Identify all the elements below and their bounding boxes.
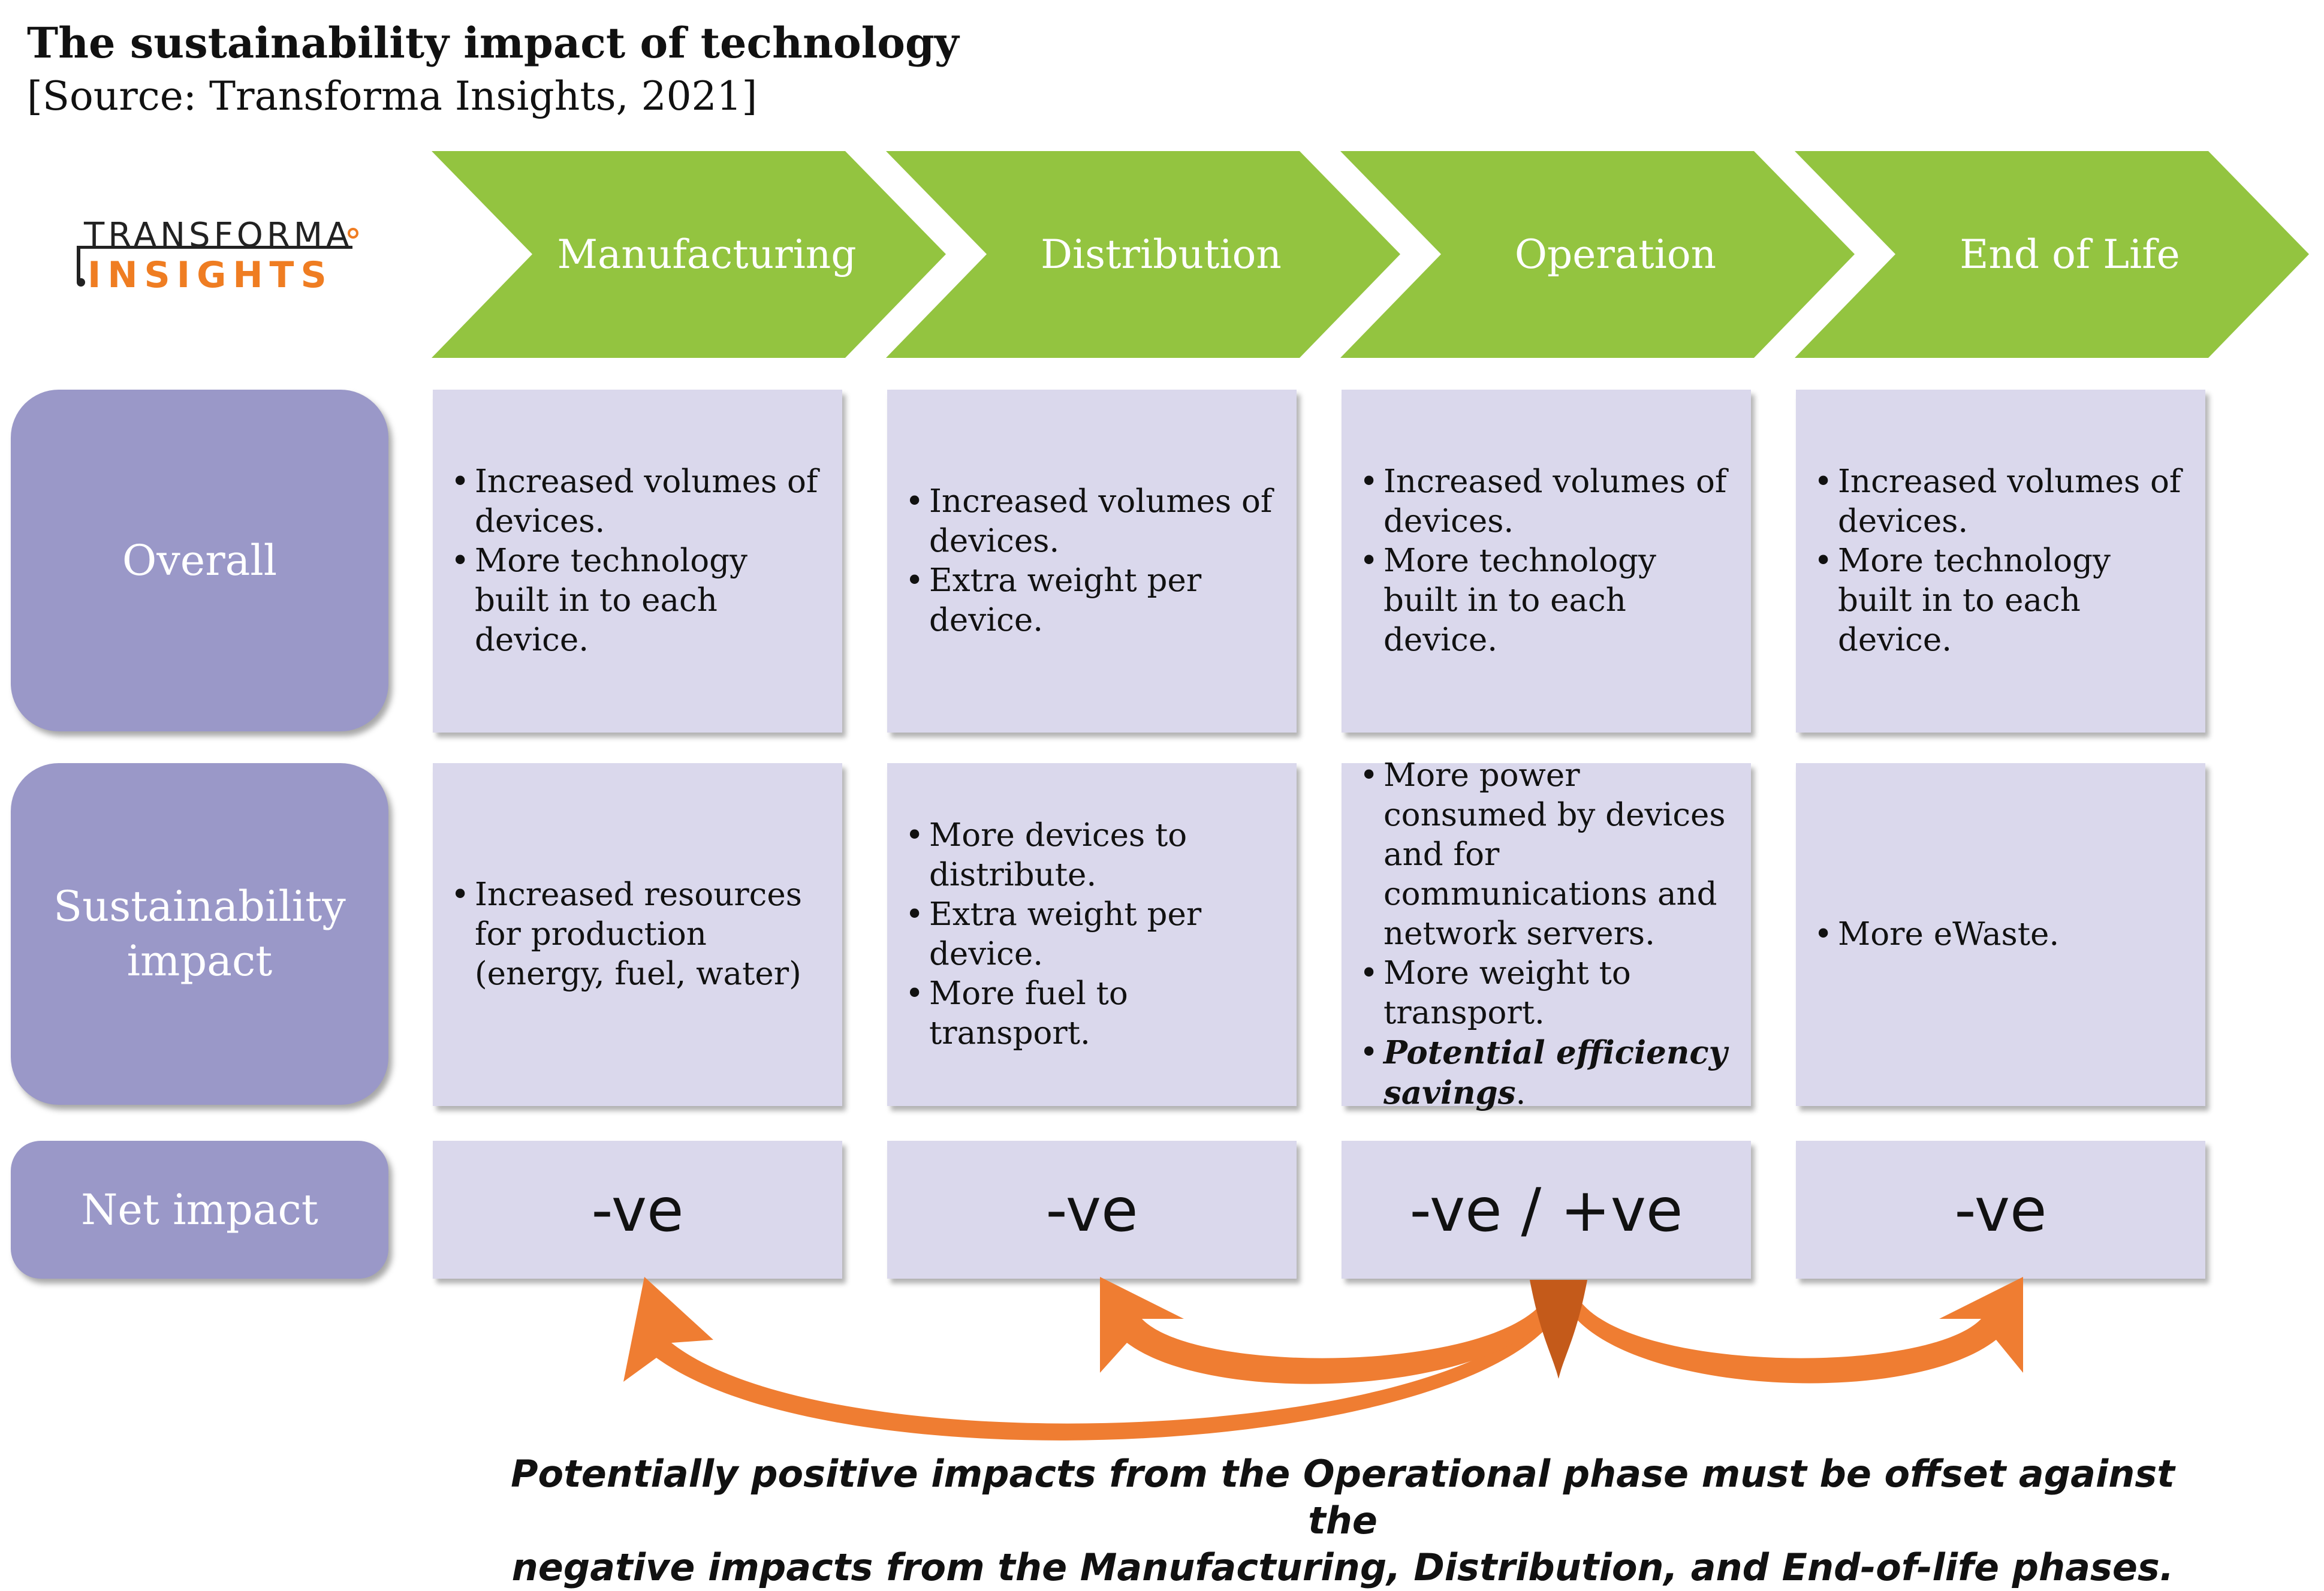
arrow-to-end-of-life [1559, 1277, 2023, 1384]
transforma-logo: TRANSFORMA INSIGHTS [77, 216, 358, 300]
row-label-sustainability-impact: Sustainability impact [11, 763, 388, 1105]
logo-dot-icon [348, 228, 358, 239]
list-item: More eWaste. [1814, 915, 2059, 954]
phase-label: End of Life [1960, 231, 2180, 278]
row-label-net-impact: Net impact [11, 1141, 388, 1279]
bullet-list: Increased resources for production (ener… [451, 875, 831, 994]
cell-sustainability-manufacturing: Increased resources for production (ener… [433, 763, 842, 1106]
net-impact-distribution: -ve [887, 1141, 1297, 1279]
phase-label: Distribution [1041, 231, 1282, 278]
arrow-origin-shadow [1530, 1280, 1587, 1379]
phase-chevron-manufacturing: Manufacturing [432, 151, 946, 358]
chevron-shape [432, 151, 946, 358]
bullet-list: More power consumed by devices and for c… [1360, 756, 1740, 1113]
bullet-list: Increased volumes of devices. More techn… [1814, 462, 2195, 660]
list-item: Increased resources for production (ener… [451, 875, 831, 994]
cell-overall-manufacturing: Increased volumes of devices. More techn… [433, 390, 842, 733]
list-item: Extra weight per device. [905, 895, 1286, 974]
phase-label: Operation [1514, 231, 1717, 278]
bullet-list: More eWaste. [1814, 915, 2059, 954]
list-item: More technology built in to each device. [451, 541, 831, 660]
list-item: More power consumed by devices and for c… [1360, 756, 1740, 954]
source-note: [Source: Transforma Insights, 2021] [27, 73, 758, 119]
bullet-list: Increased volumes of devices. More techn… [1360, 462, 1740, 660]
cell-overall-end-of-life: Increased volumes of devices. More techn… [1796, 390, 2205, 733]
net-impact-manufacturing: -ve [433, 1141, 842, 1279]
footer-line-1: Potentially positive impacts from the Op… [511, 1452, 2175, 1542]
list-item: Increased volumes of devices. [1360, 462, 1740, 541]
phase-chevron-distribution: Distribution [886, 151, 1400, 358]
list-item: More devices to distribute. [905, 816, 1286, 895]
logo-bracket [77, 246, 80, 282]
cell-sustainability-end-of-life: More eWaste. [1796, 763, 2205, 1106]
list-item: Increased volumes of devices. [905, 482, 1286, 561]
chevron-shape [886, 151, 1400, 358]
logo-node-icon [77, 278, 85, 287]
logo-rule [77, 246, 352, 249]
cell-sustainability-distribution: More devices to distribute. Extra weight… [887, 763, 1297, 1106]
list-item: More weight to transport. [1360, 954, 1740, 1033]
net-impact-end-of-life: -ve [1796, 1141, 2205, 1279]
bullet-list: More devices to distribute. Extra weight… [905, 816, 1286, 1053]
emphasis-text: Potential efficiency savings [1383, 1034, 1728, 1111]
logo-line-2: INSIGHTS [88, 254, 333, 296]
list-item: More technology built in to each device. [1360, 541, 1740, 660]
phase-chevron-operation: Operation [1340, 151, 1855, 358]
bullet-list: Increased volumes of devices. Extra weig… [905, 482, 1286, 640]
row-label-overall: Overall [11, 390, 388, 731]
cell-overall-distribution: Increased volumes of devices. Extra weig… [887, 390, 1297, 733]
chevron-shape [1795, 151, 2309, 358]
footer-note: Potentially positive impacts from the Op… [498, 1451, 2188, 1591]
page-title: The sustainability impact of technology [27, 18, 959, 68]
net-impact-operation: -ve / +ve [1342, 1141, 1751, 1279]
cell-sustainability-operation: More power consumed by devices and for c… [1342, 756, 1751, 1111]
cell-overall-operation: Increased volumes of devices. More techn… [1342, 390, 1751, 733]
list-item: Extra weight per device. [905, 561, 1286, 640]
footer-line-2: negative impacts from the Manufacturing,… [511, 1545, 2174, 1589]
list-item: More fuel to transport. [905, 974, 1286, 1053]
list-item-emphasis: Potential efficiency savings. [1360, 1033, 1740, 1113]
phase-label: Manufacturing [557, 231, 857, 278]
bullet-list: Increased volumes of devices. More techn… [451, 462, 831, 660]
list-item: More technology built in to each device. [1814, 541, 2195, 660]
list-item: Increased volumes of devices. [1814, 462, 2195, 541]
emphasis-period: . [1515, 1075, 1526, 1111]
arrow-to-distribution [1100, 1277, 1565, 1384]
chevron-shape [1340, 151, 1855, 358]
phase-chevron-end-of-life: End of Life [1795, 151, 2309, 358]
list-item: Increased volumes of devices. [451, 462, 831, 541]
